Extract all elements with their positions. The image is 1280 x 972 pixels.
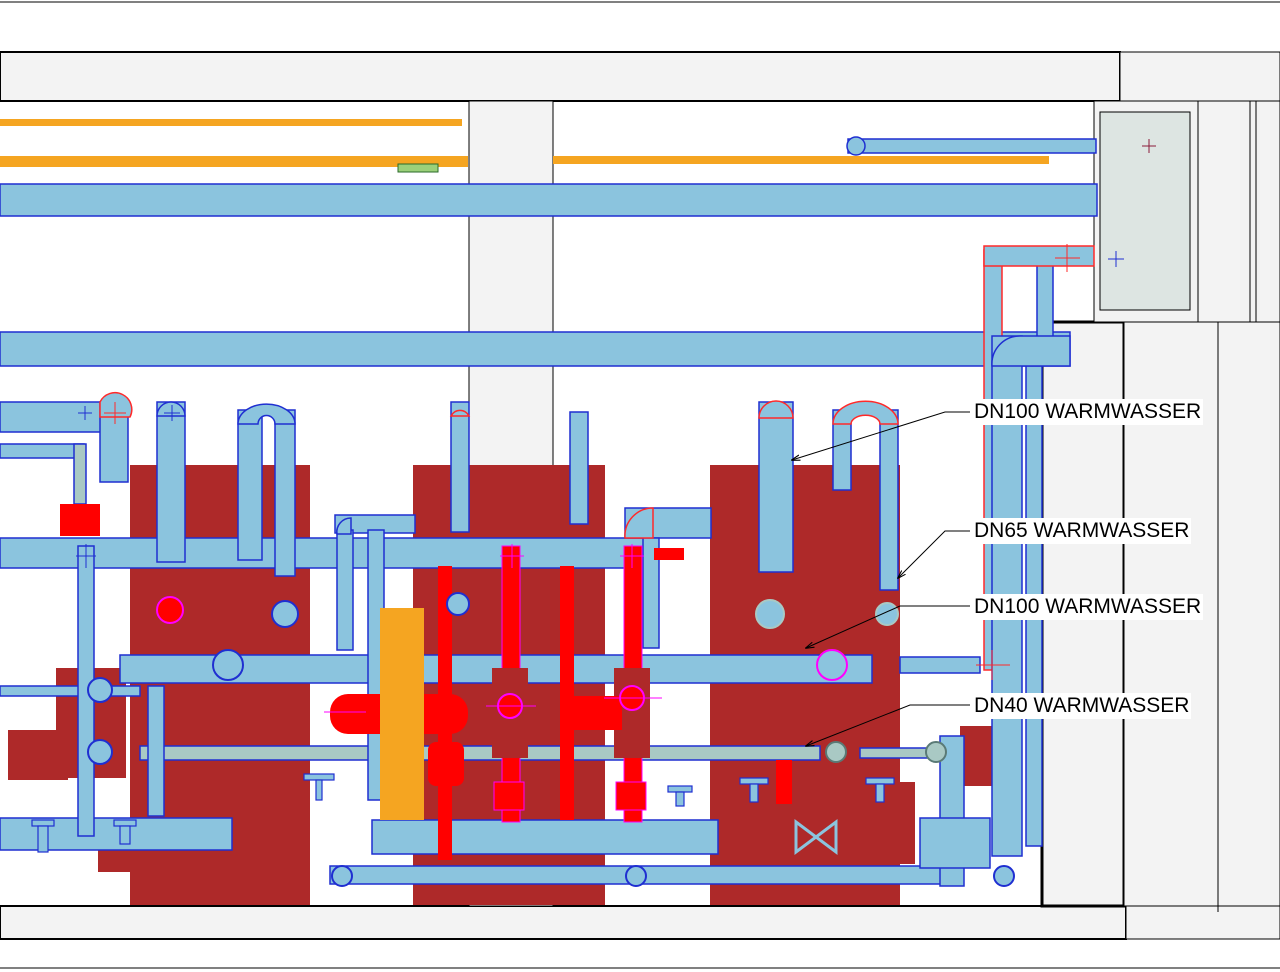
nozzles [87, 592, 1015, 887]
tank-red [428, 742, 464, 786]
cable-tray [0, 119, 462, 126]
pipe-vertical [450, 401, 470, 533]
pipe-vertical [147, 685, 165, 817]
pipe-label-dn65-warmwasser: DN65 WARMWASSER [972, 518, 1192, 544]
leader-line-dn100-top [792, 411, 970, 460]
cable-tray [553, 156, 1049, 164]
pump-block [720, 782, 915, 864]
pipe-horizontal [0, 537, 655, 569]
leader-line-dn65 [898, 530, 970, 578]
valve-handles [31, 773, 895, 853]
pipe-vertical [569, 411, 589, 525]
leader-line-dn40 [806, 704, 970, 746]
ceiling-slab-right [1119, 51, 1280, 102]
valve-red [776, 760, 792, 804]
pipe-vertical [879, 409, 899, 591]
window-glass [1099, 111, 1191, 311]
pipe-label-dn100-warmwasser-mid: DN100 WARMWASSER [972, 594, 1204, 620]
pump-red [493, 781, 525, 811]
pipe-horizontal [847, 138, 1097, 154]
pump-red [566, 696, 622, 730]
pipe-vertical [274, 409, 296, 577]
centre-marks [76, 244, 1080, 713]
pipe-label-dn100-warmwasser-top: DN100 WARMWASSER [972, 399, 1204, 425]
pipe-vertical [237, 409, 263, 561]
cable-trays [0, 119, 1049, 173]
pipe-label-dn40-warmwasser: DN40 WARMWASSER [972, 693, 1192, 719]
floor-slab [0, 905, 1127, 940]
pipe-vertical [73, 443, 87, 505]
leader-lines [792, 411, 970, 746]
flange-red [654, 548, 684, 560]
flange-red [60, 504, 100, 536]
pipe-vertical [336, 529, 354, 651]
fittings-red [60, 486, 792, 860]
pump-block [8, 730, 68, 780]
ceiling-slab [0, 51, 1121, 102]
butterfly-valve [794, 819, 838, 855]
riser [560, 566, 574, 820]
pipe-horizontal [0, 443, 85, 459]
pipe-box [919, 817, 991, 869]
pipe-horizontal [371, 819, 719, 855]
cable-tray [0, 156, 468, 167]
pipe-horizontal [983, 245, 1095, 267]
pipe-horizontal [899, 656, 981, 674]
expansion-tank [380, 608, 424, 820]
pipe-vertical [156, 401, 186, 563]
pipe-end [846, 136, 866, 156]
pipe-horizontal [0, 183, 1098, 217]
pump-red [615, 781, 647, 811]
floor-slab-right [1125, 905, 1280, 940]
leader-line-dn100-mid [806, 605, 970, 648]
pipe-horizontal [139, 745, 821, 761]
pipe-vertical [758, 401, 794, 573]
pipe-horizontal [0, 685, 141, 697]
cable-tray-bracket [397, 163, 439, 173]
valve-head [497, 486, 525, 518]
pipe-horizontal [0, 331, 1071, 367]
